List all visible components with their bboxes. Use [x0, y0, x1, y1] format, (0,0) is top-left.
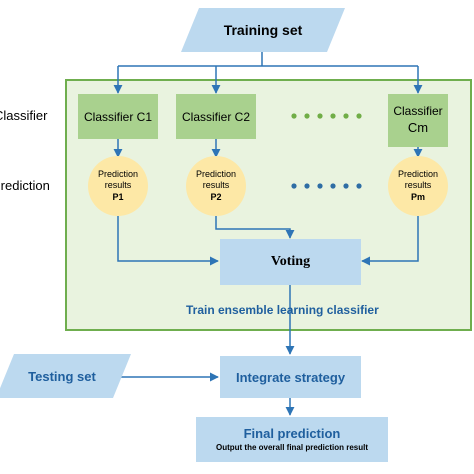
prediction-p1-id: P1: [112, 191, 124, 202]
arrow-pm-voting: [361, 216, 419, 266]
final-prediction-subtitle: Output the overall final prediction resu…: [215, 442, 368, 452]
prediction-pm-line1: Prediction: [397, 169, 439, 180]
classifier-ellipsis-dots: [291, 113, 362, 119]
prediction-p2-id: P2: [210, 191, 222, 202]
classifier-cm-label-line2: Cm: [407, 119, 429, 135]
arrow-p1-voting: [117, 216, 219, 266]
testing-set-shape: [0, 354, 131, 398]
prediction-pm-id: Pm: [410, 191, 425, 202]
ensemble-caption: Train ensemble learning classifier: [186, 303, 379, 317]
prediction-ellipsis-dots: [291, 183, 362, 189]
prediction-circle-p2: [186, 156, 246, 216]
classifier-c1-box: Classifier C1: [78, 94, 158, 139]
arrow-p2-voting: [215, 216, 295, 239]
prediction-pm-node: Prediction results Pm: [388, 166, 448, 206]
testing-set-node: Testing set: [0, 354, 124, 398]
final-prediction-box: Final prediction Output the overall fina…: [196, 417, 388, 462]
training-set-shape: [181, 8, 345, 52]
training-set-label: Training set: [223, 22, 303, 38]
integrate-strategy-label: Integrate strategy: [235, 369, 346, 385]
prediction-p1-line1: Prediction: [97, 169, 139, 180]
row-label-classifier: Classifier: [0, 108, 48, 123]
prediction-p2-line2: results: [202, 180, 230, 191]
classifier-cm-box: Classifier Cm: [388, 94, 448, 147]
prediction-p1-line2: results: [104, 180, 132, 191]
integrate-strategy-box: Integrate strategy: [220, 356, 361, 398]
prediction-pm-line2: results: [404, 180, 432, 191]
classifier-c2-label: Classifier C2: [181, 109, 250, 124]
classifier-c2-box: Classifier C2: [176, 94, 256, 139]
row-label-prediction: Prediction: [0, 178, 50, 193]
final-prediction-title: Final prediction: [243, 426, 341, 442]
prediction-p1-node: Prediction results P1: [88, 166, 148, 206]
prediction-circle-pm: [388, 156, 448, 216]
prediction-circle-p1: [88, 156, 148, 216]
voting-label: Voting: [270, 254, 311, 269]
prediction-p2-line1: Prediction: [195, 169, 237, 180]
classifier-cm-label-line1: Classifier: [393, 104, 443, 119]
training-set-node: Training set: [190, 8, 336, 52]
testing-set-label: Testing set: [28, 368, 96, 384]
voting-box: Voting: [220, 239, 361, 285]
prediction-p2-node: Prediction results P2: [186, 166, 246, 206]
classifier-c1-label: Classifier C1: [83, 109, 152, 124]
